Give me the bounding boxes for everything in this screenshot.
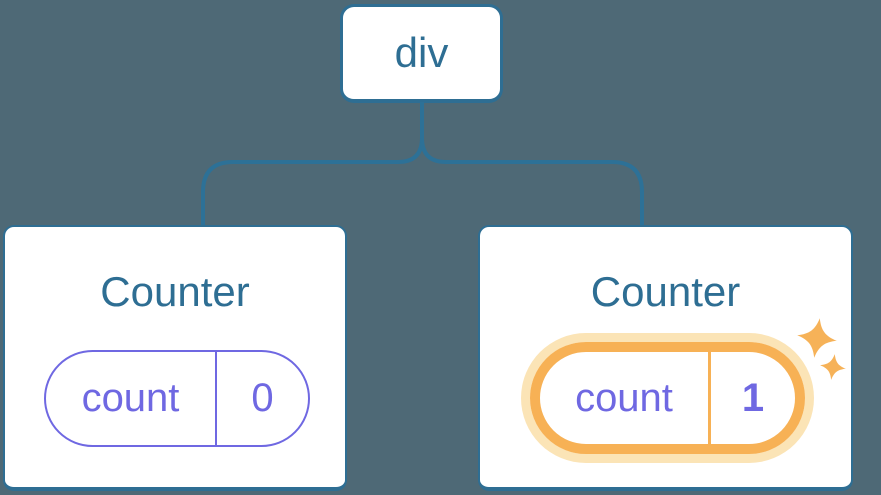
state-key-label: count <box>540 352 711 444</box>
sparkle-large-icon <box>797 318 837 358</box>
sparkles-icon <box>797 318 846 380</box>
counter-card-left: Counter count 0 <box>3 225 347 491</box>
state-pill-highlighted: count 1 <box>530 342 805 454</box>
state-pill: count 0 <box>44 350 310 447</box>
component-title: Counter <box>590 268 741 315</box>
connector-branch-left <box>201 102 424 227</box>
connector-branch-right <box>420 137 644 227</box>
root-node: div <box>340 4 503 103</box>
component-title: Counter <box>100 268 250 315</box>
state-key-label: count <box>46 352 217 445</box>
counter-card-right: Counter count 1 <box>478 225 853 491</box>
root-node-label: div <box>394 29 449 76</box>
sparkle-small-icon <box>820 354 846 380</box>
state-value: 1 <box>741 375 765 420</box>
state-value: 0 <box>251 376 274 420</box>
